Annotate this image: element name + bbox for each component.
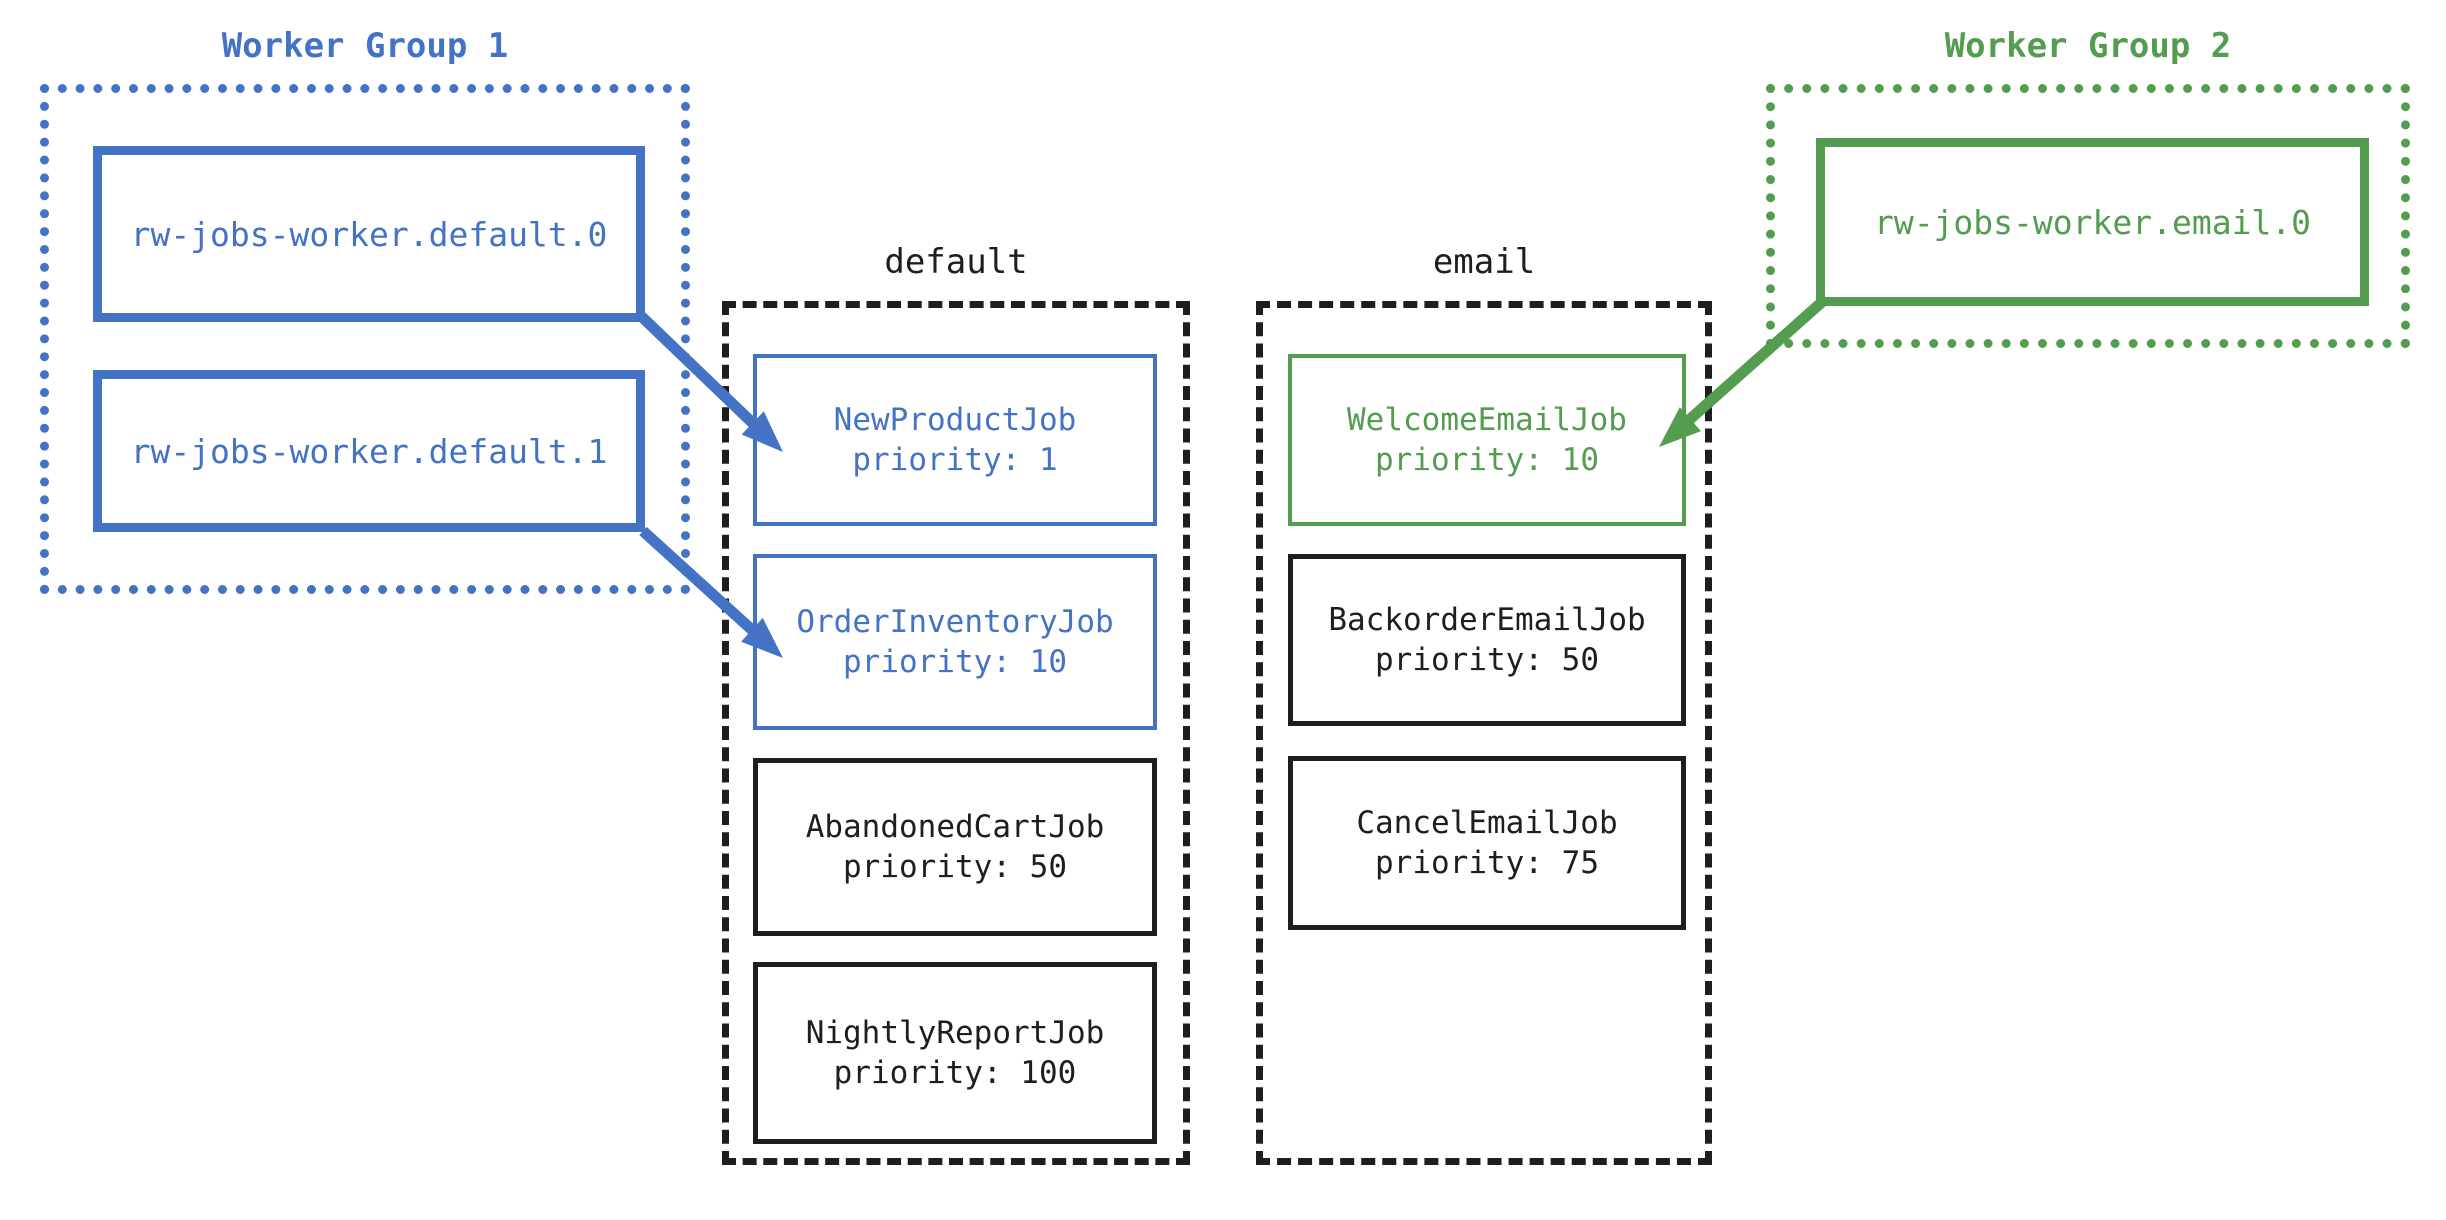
job-newproductjob-name: NewProductJob [833,402,1077,438]
job-abandonedcartjob-name: AbandonedCartJob [805,809,1105,845]
job-backorderemailjob: BackorderEmailJob priority: 50 [1288,554,1686,726]
worker-box-default-0: rw-jobs-worker.default.0 [93,146,645,322]
job-orderinventoryjob-priority: priority: 10 [843,644,1067,680]
job-cancelemailjob-priority: priority: 75 [1375,845,1599,881]
queue-default-label: default [884,242,1028,282]
job-abandonedcartjob: AbandonedCartJob priority: 50 [753,758,1157,936]
worker-group-1-title: Worker Group 1 [221,26,509,66]
queue-default-border [722,301,1190,1165]
worker-group-2-border [1766,84,2410,348]
queue-email-label: email [1432,242,1536,282]
job-nightlyreportjob-name: NightlyReportJob [805,1015,1105,1051]
job-nightlyreportjob: NightlyReportJob priority: 100 [753,962,1157,1144]
worker-group-2-title: Worker Group 2 [1944,26,2232,66]
job-cancelemailjob-name: CancelEmailJob [1356,805,1618,841]
worker-box-default-0-label: rw-jobs-worker.default.0 [130,214,608,254]
job-orderinventoryjob: OrderInventoryJob priority: 10 [753,554,1157,730]
worker-box-email-0: rw-jobs-worker.email.0 [1816,138,2369,306]
worker-box-email-0-label: rw-jobs-worker.email.0 [1873,202,2312,242]
job-newproductjob: NewProductJob priority: 1 [753,354,1157,526]
worker-box-default-1: rw-jobs-worker.default.1 [93,370,645,532]
job-newproductjob-priority: priority: 1 [852,442,1058,478]
worker-box-default-1-label: rw-jobs-worker.default.1 [130,431,608,471]
job-nightlyreportjob-priority: priority: 100 [833,1055,1077,1091]
job-welcomeemailjob: WelcomeEmailJob priority: 10 [1288,354,1686,526]
queue-email-border [1256,301,1712,1165]
job-welcomeemailjob-priority: priority: 10 [1375,442,1599,478]
job-backorderemailjob-priority: priority: 50 [1375,642,1599,678]
job-backorderemailjob-name: BackorderEmailJob [1328,602,1646,638]
job-cancelemailjob: CancelEmailJob priority: 75 [1288,756,1686,930]
job-abandonedcartjob-priority: priority: 50 [843,849,1067,885]
job-welcomeemailjob-name: WelcomeEmailJob [1347,402,1627,438]
job-orderinventoryjob-name: OrderInventoryJob [796,604,1114,640]
